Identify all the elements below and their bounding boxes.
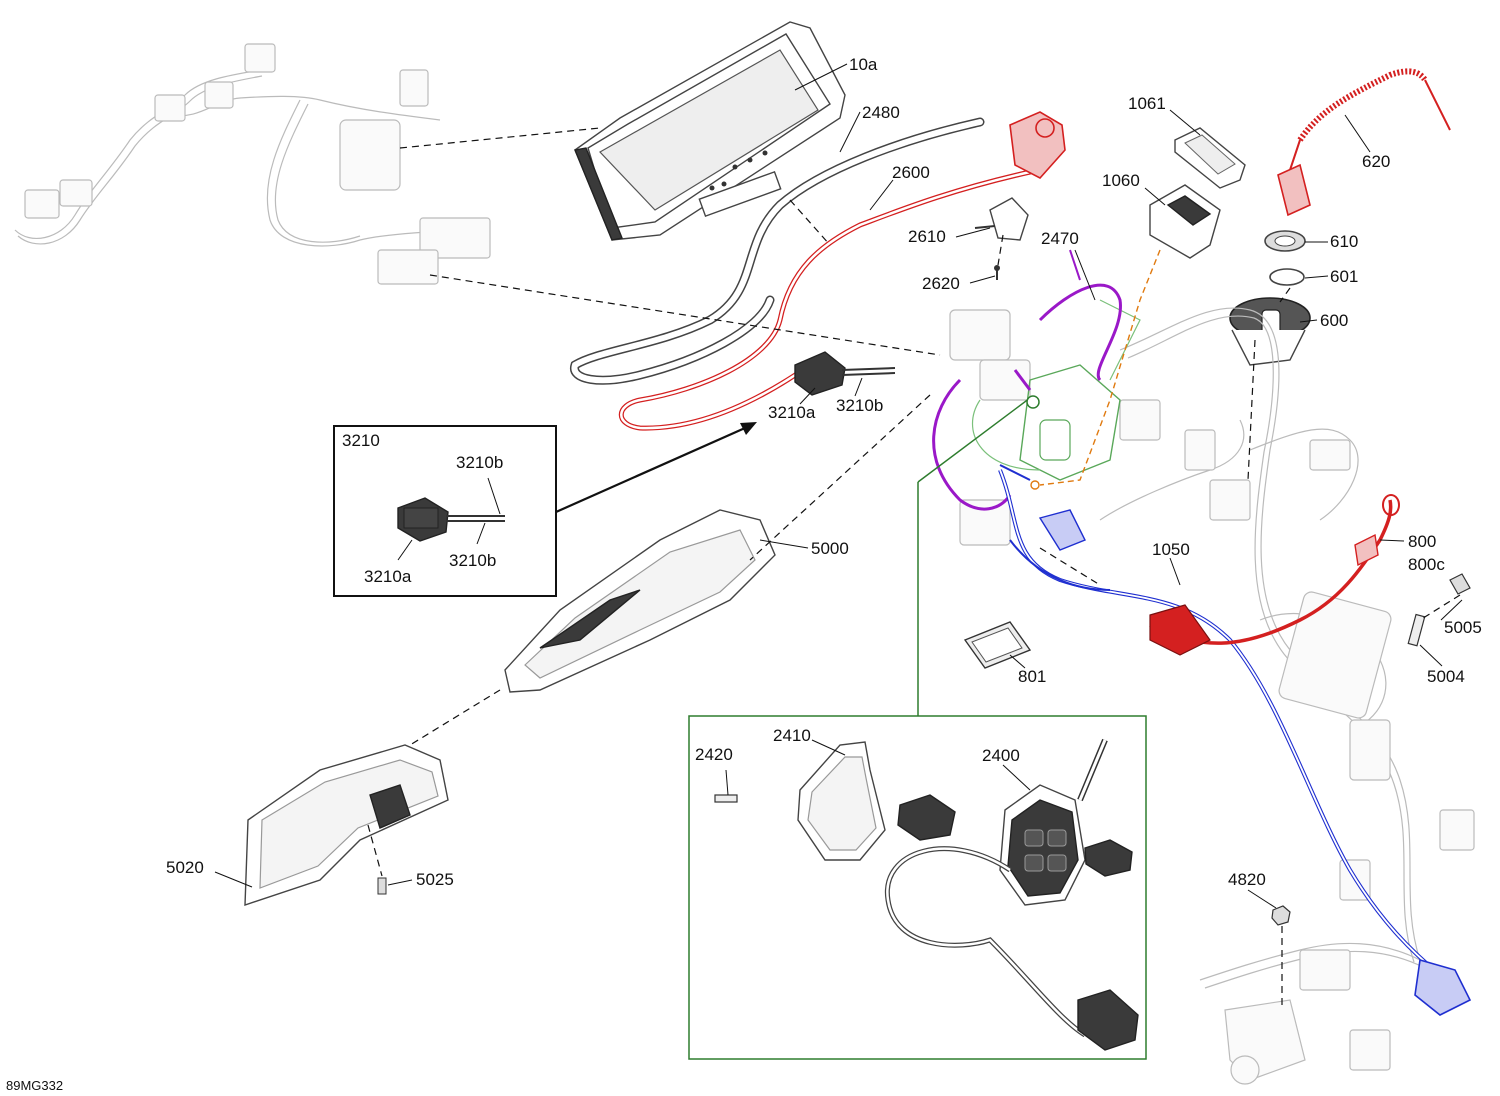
ignition-switch-retainer xyxy=(974,197,1029,280)
inset-2400: 2410 2420 2400 xyxy=(688,395,1147,1060)
inset-3210: 3210 3210b 3210b 3210a xyxy=(333,422,757,597)
inset-3210-label-3210b-bottom: 3210b xyxy=(449,551,496,570)
label-601: 601 xyxy=(1330,267,1358,286)
bracket-5020 xyxy=(244,744,449,906)
orange-routing-trace xyxy=(1030,249,1161,490)
bolt-5005-stud-5004 xyxy=(1407,573,1471,647)
switch-1060 xyxy=(1149,184,1221,259)
inset-3210-label-3210b-top: 3210b xyxy=(456,453,503,472)
label-2420: 2420 xyxy=(695,745,733,764)
wire-harness-1050-blue xyxy=(998,464,1472,1016)
switch-cover-1061 xyxy=(1174,127,1246,189)
label-620: 620 xyxy=(1362,152,1390,171)
gasket-801 xyxy=(963,621,1032,669)
label-5020: 5020 xyxy=(166,858,204,877)
label-800: 800 xyxy=(1408,532,1436,551)
ghost-switch-block-green xyxy=(971,299,1141,481)
label-610: 610 xyxy=(1330,232,1358,251)
harness-conduit-tube xyxy=(570,117,985,385)
main-wiring-harness xyxy=(949,307,1475,1085)
label-2610: 2610 xyxy=(908,227,946,246)
label-5005: 5005 xyxy=(1444,618,1482,637)
label-600: 600 xyxy=(1320,311,1348,330)
label-5000: 5000 xyxy=(811,539,849,558)
console-cover-5000 xyxy=(504,509,776,693)
label-3210b: 3210b xyxy=(836,396,883,415)
digital-gauge-cluster xyxy=(574,21,846,241)
inset-3210-label-3210a: 3210a xyxy=(364,567,412,586)
conduit-2470-purple xyxy=(932,249,1122,511)
label-2410: 2410 xyxy=(773,726,811,745)
inset-3210-title: 3210 xyxy=(342,431,380,450)
label-5004: 5004 xyxy=(1427,667,1465,686)
label-2480: 2480 xyxy=(862,103,900,122)
cable-800-red xyxy=(1149,494,1400,656)
label-2400: 2400 xyxy=(982,746,1020,765)
ghost-wiring-harness-left xyxy=(14,43,491,285)
label-800c: 800c xyxy=(1408,555,1445,574)
inset-2400-anchor xyxy=(1026,395,1040,409)
connector-3210-main xyxy=(794,351,896,396)
label-801: 801 xyxy=(1018,667,1046,686)
label-2600: 2600 xyxy=(892,163,930,182)
nut-4820 xyxy=(1271,905,1291,926)
label-1060: 1060 xyxy=(1102,171,1140,190)
figure-reference-code: 89MG332 xyxy=(6,1078,63,1093)
label-3210a: 3210a xyxy=(768,403,816,422)
label-5025: 5025 xyxy=(416,870,454,889)
callout-labels: 10a 2480 2600 1061 620 1060 2610 2470 61… xyxy=(166,55,1482,889)
label-1061: 1061 xyxy=(1128,94,1166,113)
label-2470: 2470 xyxy=(1041,229,1079,248)
ignition-switch-wire-red xyxy=(618,111,1066,431)
label-10a: 10a xyxy=(849,55,878,74)
safety-lanyard-620 xyxy=(1277,68,1451,217)
inset-3210-arrowhead xyxy=(740,422,757,435)
label-4820: 4820 xyxy=(1228,870,1266,889)
callout-leaders xyxy=(214,63,1463,909)
label-2620: 2620 xyxy=(922,274,960,293)
label-1050: 1050 xyxy=(1152,540,1190,559)
ignition-bezel-stack xyxy=(1229,230,1311,366)
